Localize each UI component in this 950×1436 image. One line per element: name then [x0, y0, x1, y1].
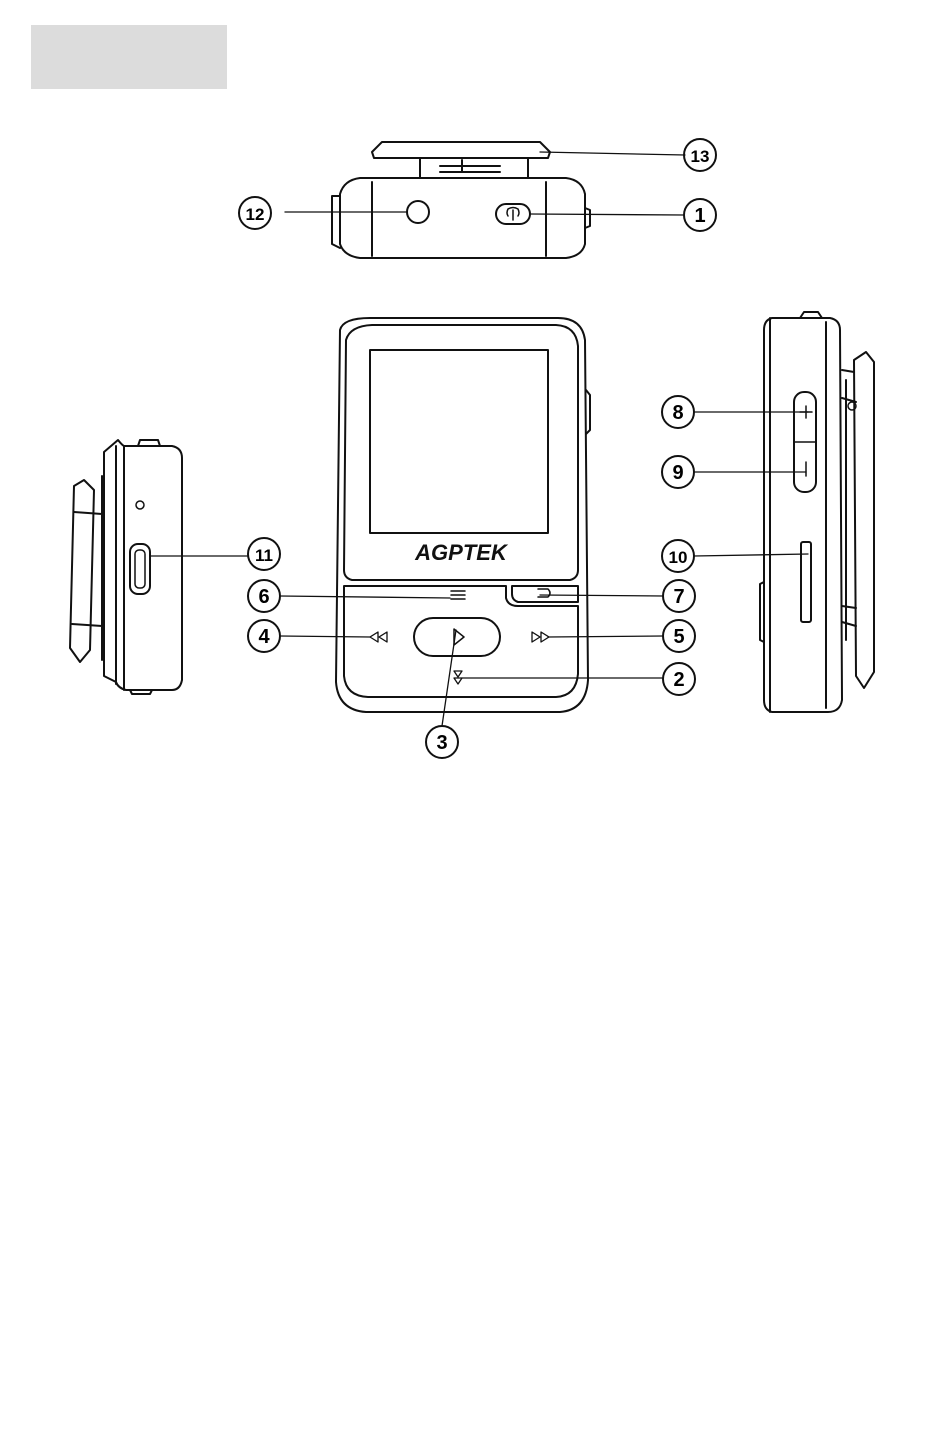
callout-9: 9	[662, 456, 694, 488]
top-body-inner	[332, 182, 546, 256]
callout-3: 3	[426, 726, 458, 758]
callout-5: 5	[663, 620, 695, 652]
left-clip-mount	[72, 476, 102, 660]
svg-text:7: 7	[673, 586, 684, 608]
svg-text:4: 4	[258, 626, 270, 648]
callout-4: 4	[248, 620, 280, 652]
callouts: 1 2 3 4 5 6 7 8	[239, 139, 716, 758]
right-body-inner	[770, 318, 826, 712]
right-side-view	[694, 312, 874, 712]
callout-1: 1	[684, 199, 716, 231]
leader-10	[694, 554, 808, 556]
svg-text:2: 2	[673, 669, 684, 691]
menu-icon	[451, 591, 465, 599]
callout-13: 13	[684, 139, 716, 171]
down-icon	[454, 671, 462, 684]
left-body-inner	[116, 446, 124, 690]
micro-usb-inner	[135, 550, 145, 588]
svg-text:1: 1	[694, 205, 705, 227]
right-clip	[854, 352, 874, 688]
brand-logo: AGPTEK	[414, 540, 509, 565]
left-side-view	[70, 440, 248, 694]
reset-hole	[136, 501, 144, 509]
clip-top	[372, 142, 550, 158]
leader-7	[540, 595, 663, 596]
svg-text:8: 8	[672, 402, 683, 424]
leader-4	[280, 636, 370, 637]
micro-usb-port	[130, 544, 150, 594]
callout-10: 10	[662, 540, 694, 572]
play-button	[414, 618, 500, 656]
callout-2: 2	[663, 663, 695, 695]
back-icon	[538, 589, 550, 597]
callout-12: 12	[239, 197, 271, 229]
svg-text:10: 10	[669, 548, 688, 567]
top-body	[340, 178, 585, 258]
left-clip	[70, 480, 94, 662]
clip-hinge	[420, 158, 528, 178]
prev-icon	[370, 632, 387, 642]
leader-5	[548, 636, 663, 637]
front-body-outer	[336, 318, 588, 712]
left-top-bump	[138, 440, 160, 446]
next-icon	[532, 632, 549, 642]
svg-text:6: 6	[258, 586, 269, 608]
svg-text:3: 3	[436, 732, 447, 754]
leader-13	[540, 152, 685, 155]
leader-1	[530, 214, 684, 215]
headphone-jack	[407, 201, 429, 223]
callout-7: 7	[663, 580, 695, 612]
leader-6	[280, 596, 450, 598]
svg-text:11: 11	[255, 546, 273, 565]
callout-8: 8	[662, 396, 694, 428]
right-body	[764, 318, 842, 712]
callout-6: 6	[248, 580, 280, 612]
callout-11: 11	[248, 538, 280, 570]
svg-text:9: 9	[672, 462, 683, 484]
svg-text:12: 12	[246, 205, 265, 224]
svg-text:5: 5	[673, 626, 684, 648]
front-view	[280, 318, 663, 726]
svg-text:13: 13	[691, 147, 710, 166]
top-view	[285, 142, 685, 258]
screen	[370, 350, 548, 533]
